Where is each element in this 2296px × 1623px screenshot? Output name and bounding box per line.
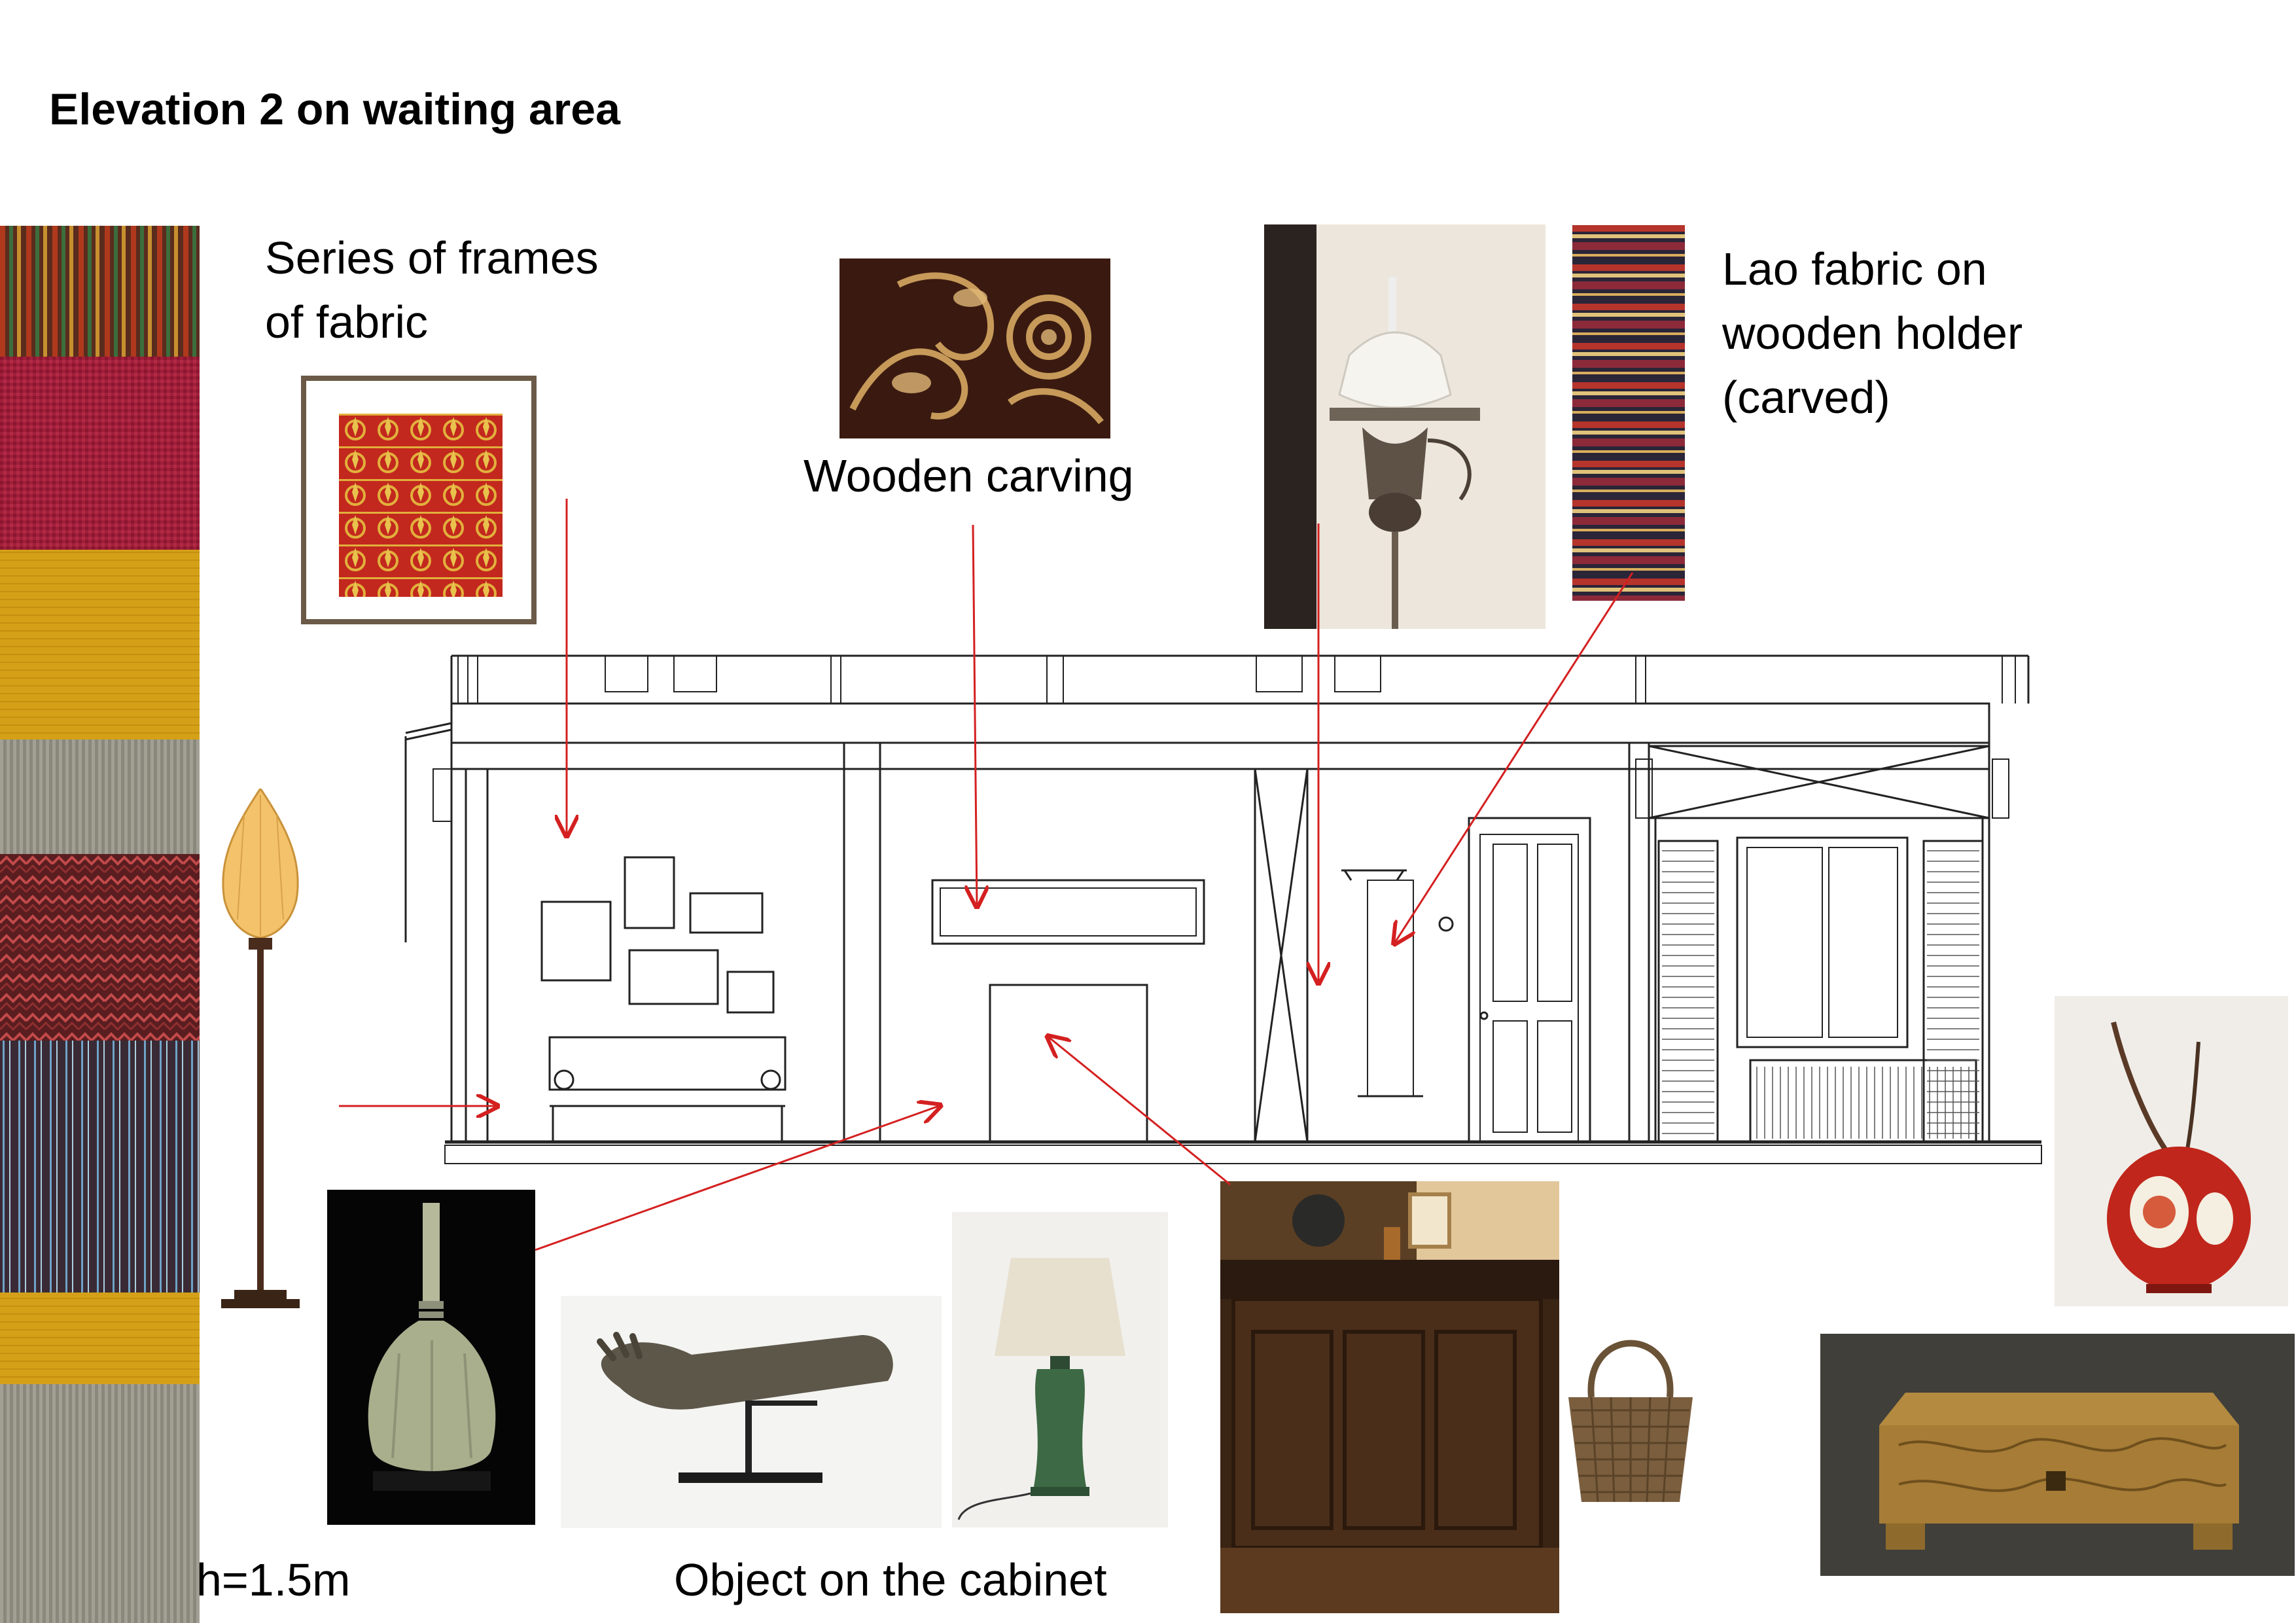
lao-label-line1: Lao fabric on (1722, 243, 1987, 294)
framed-red-fabric (301, 376, 537, 624)
height-label: h=1.5m (196, 1554, 351, 1605)
page-title: Elevation 2 on waiting area (49, 84, 620, 134)
celadon-vase-photo (327, 1190, 535, 1525)
oil-lamp-photo (1264, 224, 1545, 629)
arrow-lao-fabric (1395, 572, 1634, 942)
wooden-cabinet-photo (1220, 1181, 1559, 1613)
annotation-arrows (339, 499, 1634, 1251)
arrow-carving (973, 524, 977, 905)
lao-label-line2: wooden holder (1722, 308, 2023, 359)
green-table-lamp-photo (952, 1212, 1168, 1527)
cabinet-objects-label: Object on the cabinet (674, 1554, 1107, 1605)
carving-label: Wooden carving (804, 450, 1134, 501)
wooden-carving-photo (839, 259, 1110, 438)
frames-label-line1: Series of frames (265, 232, 599, 283)
arrow-cabinet (1049, 1037, 1231, 1186)
bronze-hand-sculpture-photo (561, 1296, 942, 1528)
arrow-vase (535, 1106, 939, 1251)
gilded-lacquer-box-photo (1820, 1334, 2295, 1576)
wicker-basket-photo (1559, 1312, 1703, 1508)
lao-label-line3: (carved) (1722, 372, 1890, 423)
lao-fabric-photo (1572, 225, 1685, 601)
louvre-hatching (1662, 850, 1979, 1139)
fabric-swatch-strip (0, 226, 200, 1623)
frames-label-line2: of fabric (265, 296, 428, 348)
red-ceramic-teapot-photo (2055, 996, 2288, 1306)
silk-floor-lamp (208, 789, 313, 1319)
elevation-linework (404, 654, 2042, 1164)
